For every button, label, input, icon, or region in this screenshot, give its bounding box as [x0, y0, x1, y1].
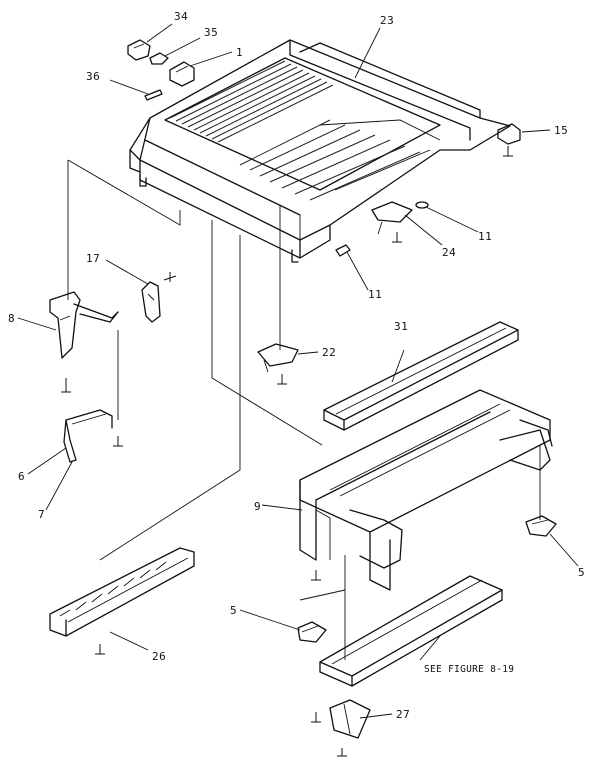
callout-34: 34: [174, 10, 188, 23]
bottom-rail: [319, 575, 503, 687]
callout-17: 17: [86, 252, 100, 265]
callout-23: 23: [380, 14, 394, 27]
part-31-rail: [323, 321, 519, 431]
part-9-frame: [261, 389, 553, 591]
main-tray-assembly: [129, 39, 511, 263]
callout-11-lower: 11: [368, 288, 382, 301]
callout-15: 15: [554, 124, 568, 137]
part-27-bracket: [311, 699, 393, 757]
part-17-bracket: [105, 259, 177, 323]
callout-5-left: 5: [230, 604, 237, 617]
callout-11-upper: 11: [478, 230, 492, 243]
part-11-upper: [415, 201, 479, 233]
callout-7: 7: [38, 508, 45, 521]
part-35-clip: [149, 37, 201, 65]
part-34-clip: [127, 23, 173, 61]
callout-35: 35: [204, 26, 218, 39]
tray-fins: [169, 60, 334, 143]
callout-26: 26: [152, 650, 166, 663]
part-8-lever: [17, 291, 119, 393]
callout-27: 27: [396, 708, 410, 721]
callout-22: 22: [322, 346, 336, 359]
part-5-bracket-right: [525, 515, 579, 567]
see-figure-note: SEE FIGURE 8-19: [424, 664, 514, 675]
part-22-bracket: [257, 343, 319, 385]
callout-1: 1: [236, 46, 243, 59]
callout-31: 31: [394, 320, 408, 333]
part-36-pin: [109, 79, 163, 101]
part-24-bracket: [371, 201, 443, 246]
leader-23: [354, 27, 381, 79]
callout-6: 6: [18, 470, 25, 483]
callout-24: 24: [442, 246, 456, 259]
part-1-latch: [169, 51, 233, 87]
callout-5-right: 5: [578, 566, 585, 579]
callout-36: 36: [86, 70, 100, 83]
part-5-bracket-left: [239, 609, 327, 643]
callout-9: 9: [254, 500, 261, 513]
alignment-lines: [67, 159, 541, 660]
part-11-lower: [335, 244, 369, 291]
part-15-knob: [497, 123, 551, 157]
part-6-7-spring-bracket: [27, 409, 123, 511]
part-26-tray: [49, 547, 195, 655]
callout-8: 8: [8, 312, 15, 325]
tray-ribs: [239, 119, 441, 201]
